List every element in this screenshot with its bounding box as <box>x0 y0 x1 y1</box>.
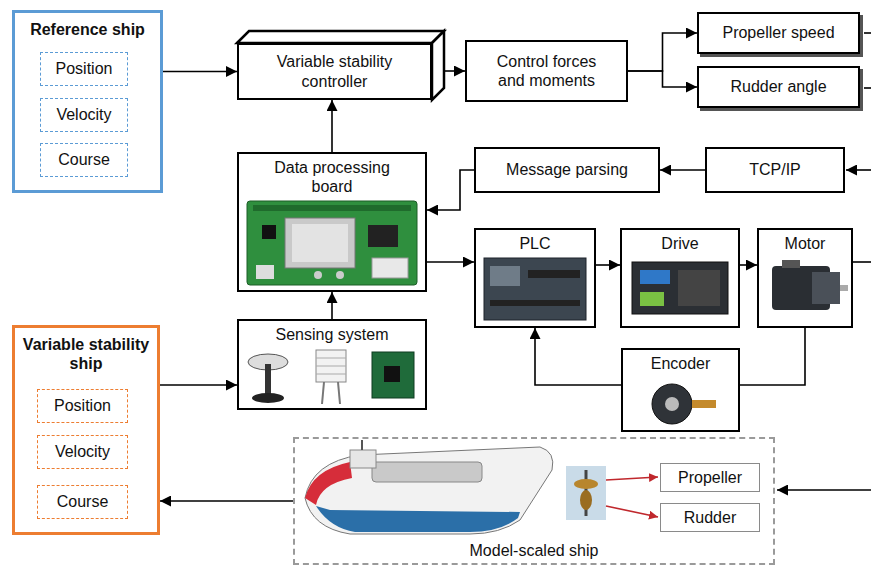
panel-title: Variable stability ship <box>21 332 151 373</box>
leader-arrow <box>606 506 658 517</box>
box-top-face <box>237 31 444 43</box>
box-label: Rudder angle <box>730 77 826 96</box>
device-box: PLC <box>474 228 596 328</box>
box-label: Control forces and moments <box>482 52 612 90</box>
state-box: Course <box>40 143 128 177</box>
motor-picture <box>772 260 848 310</box>
model-ship-panel: Model-scaled ship PropellerRudder <box>293 437 775 565</box>
sensor-pictures <box>248 350 414 404</box>
box-side-face <box>432 31 444 100</box>
process-box: Message parsing <box>474 147 660 193</box>
output-wire <box>864 32 871 34</box>
box-label: Velocity <box>55 442 110 461</box>
output-box: Propeller speed <box>697 12 860 54</box>
box-label: PLC <box>519 234 550 253</box>
box-label: Encoder <box>651 354 711 373</box>
part-box: Propeller <box>660 463 760 492</box>
board-box: Data processing board <box>237 152 427 292</box>
ship-picture <box>305 440 553 534</box>
connector-arrow <box>427 170 474 210</box>
output-wire <box>864 87 871 89</box>
connector-arrow <box>596 264 620 266</box>
box-label: Rudder <box>684 508 736 527</box>
state-box: Course <box>37 485 128 519</box>
input-arrow <box>777 489 871 491</box>
part-box: Rudder <box>660 503 760 532</box>
box-label: Variable stability controller <box>255 52 415 90</box>
device-box: Encoder <box>621 348 740 432</box>
box-label: Course <box>58 150 110 169</box>
box-label: Position <box>56 59 113 78</box>
output-wire <box>853 261 871 263</box>
connector-arrow <box>160 500 293 502</box>
plc-picture <box>484 258 586 320</box>
box-label: Propeller speed <box>722 23 834 42</box>
box-label: Message parsing <box>506 160 628 179</box>
state-box: Velocity <box>40 98 128 132</box>
connector-arrow <box>160 384 237 386</box>
box-label: Course <box>57 492 109 511</box>
connector-arrow <box>427 261 474 263</box>
process-box: Control forces and moments <box>465 40 628 102</box>
box-label: Sensing system <box>276 325 389 344</box>
pcb-picture <box>247 201 417 285</box>
box-label: TCP/IP <box>749 160 801 179</box>
drive-picture <box>632 262 728 314</box>
output-box: Rudder angle <box>697 66 860 108</box>
controller-box: Variable stability controller <box>237 43 432 100</box>
state-box: Position <box>40 52 128 86</box>
state-box: Velocity <box>37 435 128 469</box>
variable-ship-panel: Variable stability shipPositionVelocityC… <box>12 325 160 535</box>
connector-arrow <box>331 100 333 152</box>
box-label: Position <box>54 396 111 415</box>
encoder-picture <box>652 384 716 424</box>
connector-arrow <box>331 292 333 319</box>
propeller-picture <box>566 466 606 520</box>
box-label: Propeller <box>678 468 742 487</box>
reference-ship-panel: Reference shipPositionVelocityCourse <box>12 10 163 193</box>
connector-arrow <box>740 328 805 385</box>
connector-arrow <box>628 33 697 71</box>
device-box: Drive <box>620 228 740 328</box>
connector-arrow <box>163 71 237 73</box>
input-arrow <box>846 169 871 171</box>
box-label: Velocity <box>56 105 111 124</box>
connector-arrow <box>444 70 465 72</box>
connector-arrow <box>740 264 757 266</box>
box-label: Model-scaled ship <box>470 541 599 560</box>
device-box: Motor <box>757 228 853 328</box>
panel-title: Reference ship <box>30 17 145 39</box>
state-box: Position <box>37 389 128 423</box>
process-box: TCP/IP <box>705 147 845 193</box>
leader-arrow <box>606 477 658 480</box>
box-label: Data processing board <box>257 158 407 196</box>
device-box: Sensing system <box>237 319 427 410</box>
connector-arrow <box>660 169 705 171</box>
connector-arrow <box>628 71 697 87</box>
box-label: Motor <box>785 234 826 253</box>
box-label: Drive <box>661 234 698 253</box>
connector-arrow <box>535 328 621 385</box>
